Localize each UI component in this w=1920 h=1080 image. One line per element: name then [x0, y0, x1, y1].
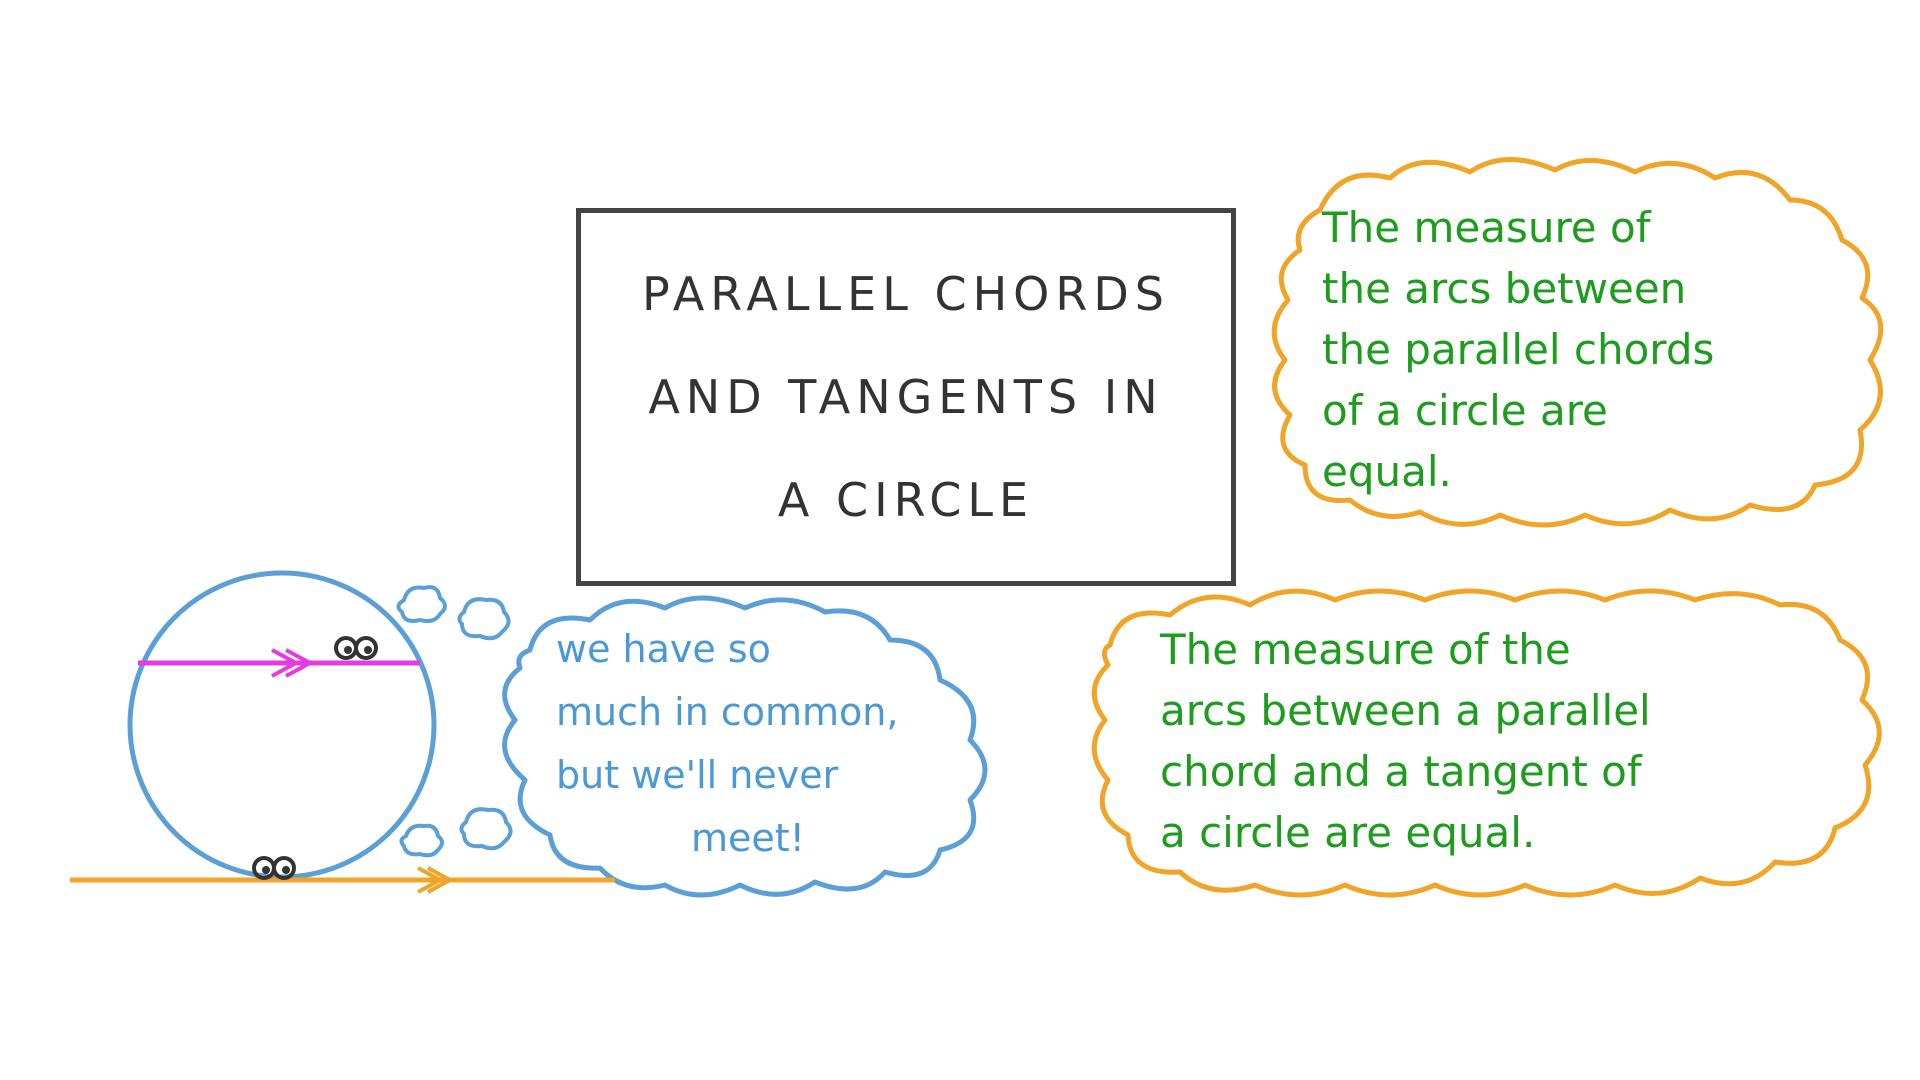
top-note-line-4: of a circle are [1322, 385, 1608, 435]
top-note: The measure of the arcs between the para… [1322, 198, 1882, 502]
tangent-arrow-icon [417, 866, 455, 894]
speech-line-1: we have so [556, 627, 771, 671]
top-note-line-2: the arcs between [1322, 263, 1687, 313]
title-line-2: AND TANGENTS IN [648, 369, 1164, 424]
bottom-note-line-3: chord and a tangent of [1160, 746, 1642, 796]
speech-bubble [396, 585, 988, 898]
top-orange-cloud [1271, 157, 1884, 528]
circle [127, 570, 437, 880]
bottom-note-line-4: a circle are equal. [1160, 807, 1536, 857]
circle-figure [70, 570, 615, 894]
speech-text: we have so much in common, but we'll nev… [556, 618, 1026, 870]
chord-arrow-icon [271, 648, 315, 678]
title-line-3: A CIRCLE [777, 472, 1035, 527]
tangent-eyes-icon [252, 856, 296, 880]
title-box: PARALLEL CHORDS AND TANGENTS IN A CIRCLE [576, 208, 1236, 586]
bottom-orange-cloud [1091, 588, 1882, 898]
speech-line-3: but we'll never [556, 753, 839, 798]
chord-eyes-icon [334, 636, 378, 660]
bottom-note: The measure of the arcs between a parall… [1160, 620, 1880, 864]
bottom-note-line-1: The measure of the [1160, 625, 1571, 674]
top-note-line-5: equal. [1322, 446, 1452, 496]
top-note-line-3: the parallel chords [1322, 324, 1715, 374]
title-line-1: PARALLEL CHORDS [642, 267, 1170, 322]
top-note-line-1: The measure of [1322, 203, 1651, 252]
speech-line-4: meet! [691, 816, 805, 861]
speech-line-2: much in common, [556, 690, 899, 735]
bottom-note-line-2: arcs between a parallel [1160, 685, 1651, 735]
